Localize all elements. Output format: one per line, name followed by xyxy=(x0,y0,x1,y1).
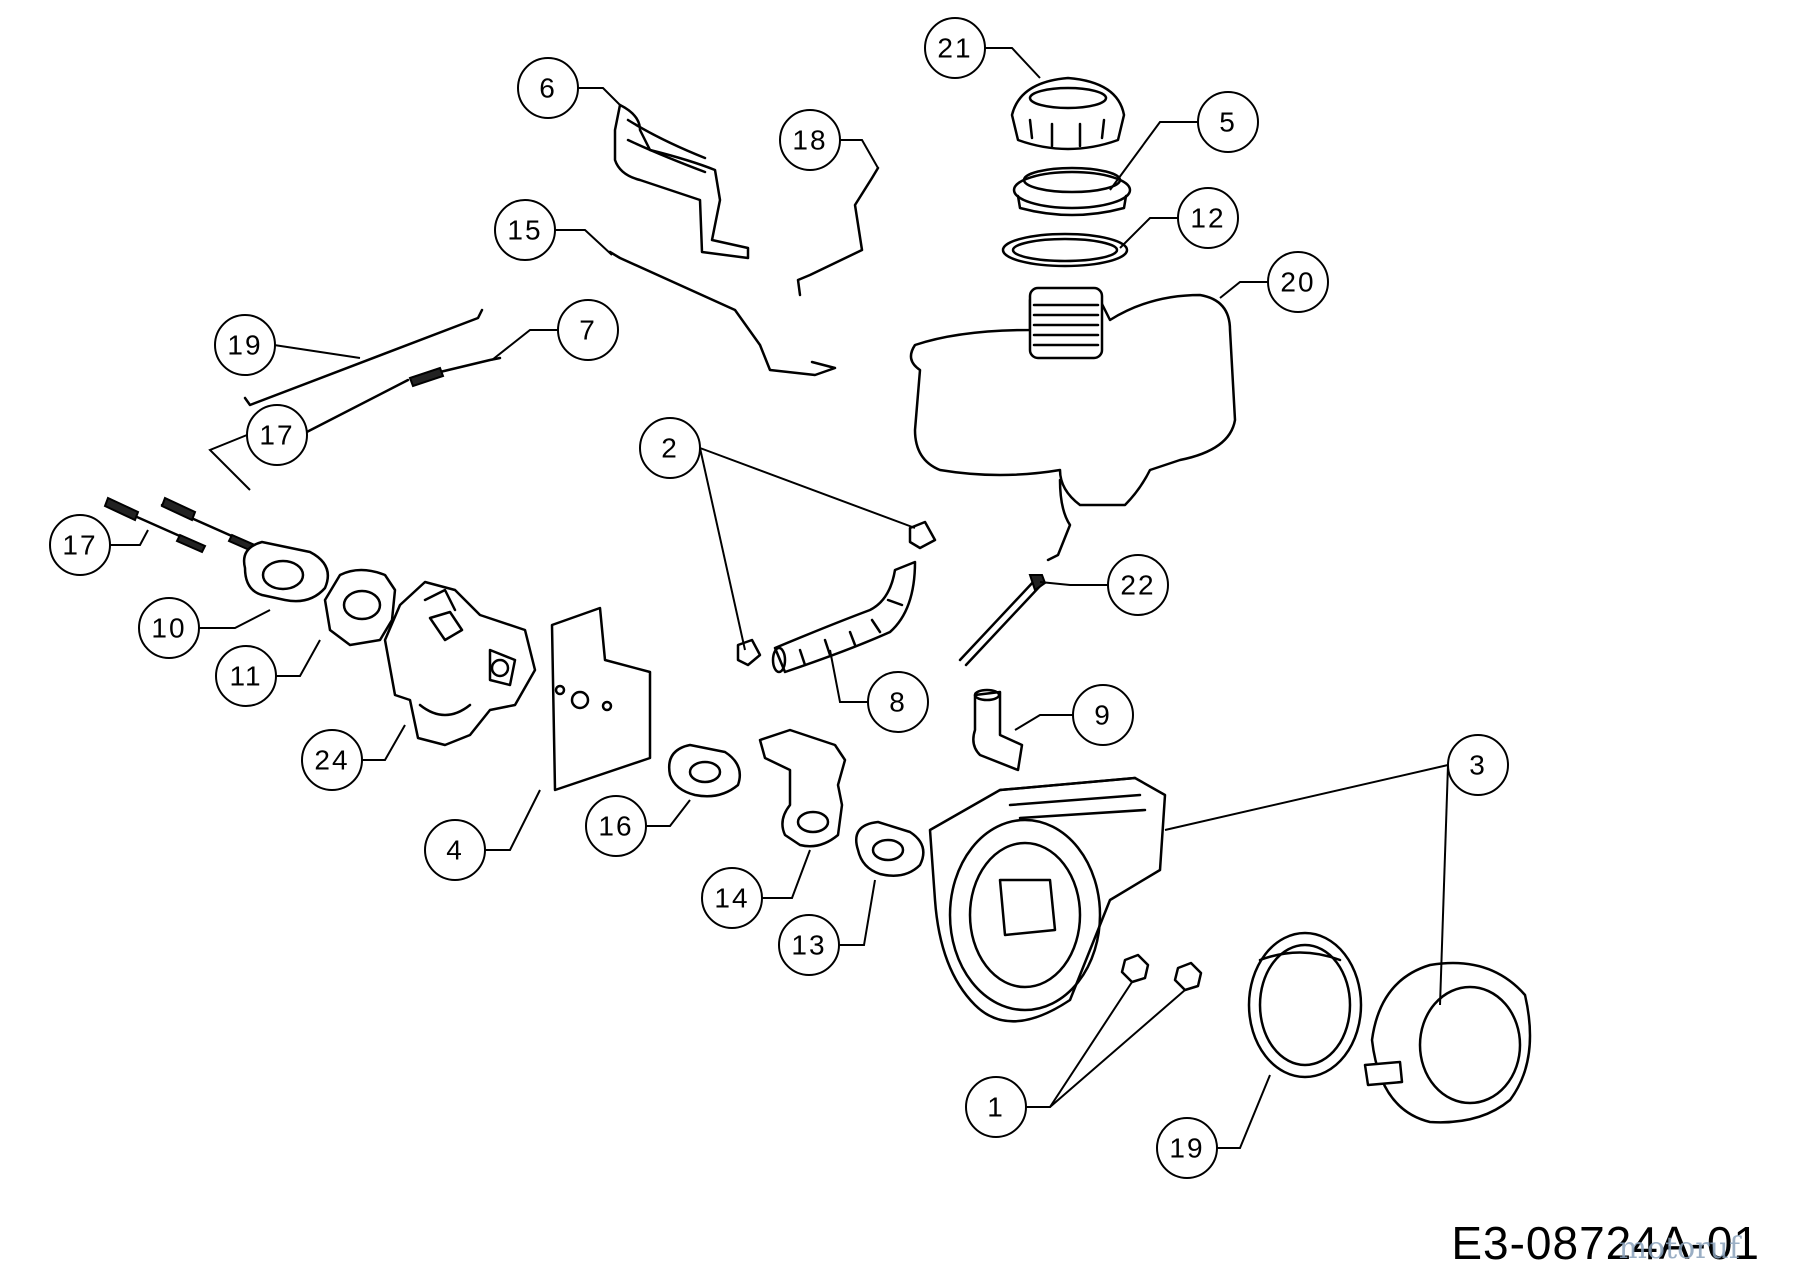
part-fuel-hose xyxy=(771,560,917,674)
svg-text:20: 20 xyxy=(1280,267,1315,298)
callout-17-left: 17 xyxy=(49,514,111,576)
svg-text:18: 18 xyxy=(792,125,827,156)
callout-9: 9 xyxy=(1072,684,1134,746)
callout-23: 22 xyxy=(1107,554,1169,616)
callout-1: 1 xyxy=(965,1076,1027,1138)
part-tank-bolt xyxy=(958,574,1047,667)
svg-text:7: 7 xyxy=(579,315,597,346)
svg-text:10: 10 xyxy=(151,613,186,644)
svg-text:17: 17 xyxy=(62,530,97,561)
svg-text:4: 4 xyxy=(446,835,464,866)
part-filler-neck-ring xyxy=(1012,166,1132,217)
svg-text:15: 15 xyxy=(507,215,542,246)
callout-22: 21 xyxy=(924,17,986,79)
svg-text:5: 5 xyxy=(1219,107,1237,138)
callout-6: 6 xyxy=(517,57,579,119)
callout-2: 2 xyxy=(639,417,701,479)
svg-text:6: 6 xyxy=(539,73,557,104)
part-mount-bracket xyxy=(758,728,847,848)
callout-3: 3 xyxy=(1447,734,1509,796)
part-throttle-rod xyxy=(608,250,837,377)
svg-text:9: 9 xyxy=(1094,700,1112,731)
callout-20: 2019 xyxy=(214,314,276,376)
part-filter-cover xyxy=(1363,961,1532,1124)
svg-text:17: 17 xyxy=(259,420,294,451)
part-gasket-13 xyxy=(855,820,925,877)
svg-text:21: 21 xyxy=(937,33,972,64)
part-choke-rod xyxy=(243,308,484,407)
svg-text:16: 16 xyxy=(598,811,633,842)
callout-15: 15 xyxy=(494,199,556,261)
part-tank-gasket xyxy=(1001,232,1129,268)
leader-lines xyxy=(110,47,1449,1149)
svg-text:13: 13 xyxy=(791,930,826,961)
part-fuel-tank xyxy=(909,286,1237,562)
svg-text:12: 12 xyxy=(1190,203,1225,234)
svg-text:11: 11 xyxy=(229,661,262,692)
callout-17-right: 17 xyxy=(246,404,308,466)
callout-19: 192019 xyxy=(1156,1117,1218,1179)
svg-text:24: 24 xyxy=(314,745,349,776)
callout-24: 24 xyxy=(301,729,363,791)
part-studs xyxy=(103,496,259,554)
part-throttle-bracket xyxy=(613,103,750,260)
callout-7: 7 xyxy=(557,299,619,361)
callout-14: 14 xyxy=(701,867,763,929)
svg-text:8: 8 xyxy=(889,687,907,718)
part-insulator xyxy=(323,568,397,647)
svg-text:14: 14 xyxy=(714,883,749,914)
svg-text:2: 2 xyxy=(661,433,679,464)
watermark-logo: motoruf xyxy=(1618,1231,1740,1266)
svg-text:19: 19 xyxy=(227,330,262,361)
part-fuel-cap xyxy=(1010,76,1126,151)
callout-5: 5 xyxy=(1197,91,1259,153)
callout-8: 8 xyxy=(867,671,929,733)
part-heat-shield xyxy=(550,606,652,792)
part-governor-rod xyxy=(796,166,880,297)
part-elbow-fitting xyxy=(972,688,1024,772)
callout-12: 12 xyxy=(1177,187,1239,249)
svg-text:19: 19 xyxy=(1169,1133,1204,1164)
callout-18: 18 xyxy=(779,109,841,171)
part-gasket-16 xyxy=(667,743,742,798)
callout-16: 16 xyxy=(585,795,647,857)
callout-4: 4 xyxy=(424,819,486,881)
svg-text:3: 3 xyxy=(1469,750,1487,781)
part-filter-element xyxy=(1247,931,1363,1079)
callout-10: 10 xyxy=(138,597,200,659)
svg-text:22: 22 xyxy=(1120,570,1155,601)
callout-21: 20 xyxy=(1267,251,1329,313)
part-air-filter-housing xyxy=(928,776,1167,1023)
callout-11: 11 xyxy=(215,645,277,707)
part-nuts xyxy=(1120,953,1203,992)
svg-text:1: 1 xyxy=(987,1092,1005,1123)
part-carburetor xyxy=(383,580,537,747)
drawing-code: E3-08724A-01 xyxy=(1451,1217,1760,1269)
part-insulator-gasket xyxy=(242,540,330,603)
callout-13: 13 xyxy=(778,914,840,976)
